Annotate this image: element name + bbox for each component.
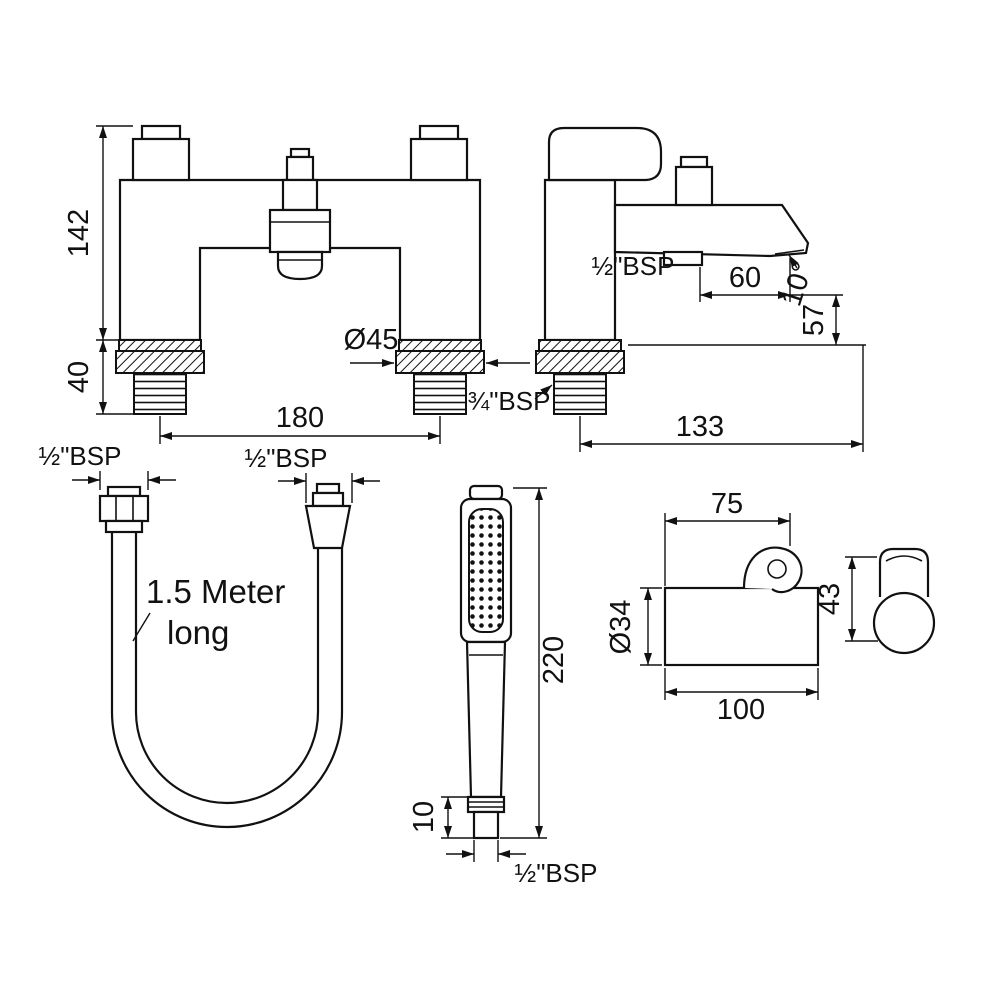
shower-outlet: [662, 250, 704, 267]
hose-length-label-line1: 1.5 Meter: [146, 573, 285, 610]
diverter-block: [268, 208, 332, 254]
dim-shank-height: 40: [63, 340, 134, 415]
bracket-diameter-label: Ø34: [605, 600, 637, 655]
front-left-base: [115, 339, 205, 415]
handset-view: 220 10 ½"BSP: [408, 484, 597, 888]
right-handle-cap: [418, 124, 460, 141]
dim-body-height: 142: [63, 125, 133, 341]
bracket-front-circle: [872, 591, 936, 655]
bracket-hook-hole: [767, 559, 787, 579]
front-diverter-spout: [268, 147, 332, 281]
dim-flange-diameter: Ø45: [344, 324, 530, 367]
bracket-body-side: [663, 586, 820, 667]
hose-length-label-line2: long: [167, 614, 229, 651]
front-right-handle: [409, 124, 469, 182]
side-tail: [553, 372, 607, 415]
side-diverter-cap: [679, 155, 709, 169]
front-right-base: [395, 339, 485, 415]
left-connector-nut: [98, 494, 150, 523]
dim-hose-left-thread: ½"BSP: [39, 441, 176, 490]
right-tail: [413, 372, 467, 415]
bracket-front-height-label: 43: [814, 583, 846, 615]
handset-handle: [465, 640, 507, 799]
right-connector-neck: [311, 491, 345, 508]
left-connector-collar: [104, 519, 144, 534]
bracket-view: 75 Ø34 100 43: [605, 488, 936, 726]
left-washer: [118, 339, 202, 352]
left-handle-cap: [140, 124, 182, 141]
dim-bracket-base-width: 100: [664, 668, 819, 726]
dim-spout-angle: 10°: [775, 254, 819, 310]
dim-handset-connector: 10: [408, 796, 474, 839]
dim-inlet-centers: 180: [159, 402, 441, 444]
side-flange: [535, 350, 625, 374]
spout-reach-label: 60: [729, 262, 761, 294]
side-view: ½"BSP 60 10° 57 ¾"BSP 133: [468, 126, 866, 452]
dim-overall-depth: 133: [579, 345, 864, 452]
dim-handset-length: 220: [500, 487, 570, 839]
dim-hose-right-thread: ½"BSP: [245, 443, 380, 503]
side-spout: [613, 203, 810, 258]
bracket-front-top: [878, 547, 930, 597]
bracket-hook: [742, 546, 803, 594]
handset-connector-nub: [472, 810, 500, 840]
side-diverter-knob: [674, 165, 714, 207]
outlet-thread-label: ½"BSP: [592, 251, 675, 281]
dim-bracket-top-width: 75: [664, 488, 791, 586]
hose-right-thread-label: ½"BSP: [245, 443, 328, 473]
handset-spray-face: [468, 508, 504, 633]
right-washer: [398, 339, 482, 352]
shank-height-label: 40: [63, 361, 95, 393]
dim-bracket-diameter: Ø34: [605, 587, 662, 666]
diverter-knob: [285, 155, 315, 182]
dim-bracket-front-height: 43: [814, 556, 878, 642]
dim-spout-height: 57: [628, 295, 866, 346]
right-handle-body: [409, 137, 469, 182]
right-flange: [395, 350, 485, 374]
hose-inner-edge: [134, 532, 320, 805]
right-connector-cap: [315, 482, 341, 495]
handset-length-label: 220: [538, 636, 570, 684]
bracket-base-width-label: 100: [717, 694, 765, 726]
flange-diameter-label: Ø45: [344, 324, 399, 356]
spout-angle-label: 10°: [775, 258, 819, 310]
spout-opening-line: [774, 249, 805, 255]
body-height-label: 142: [63, 209, 95, 257]
hose-length-note: 1.5 Meter long: [132, 573, 285, 651]
diverter-neck: [281, 178, 319, 212]
handset-cap: [468, 484, 504, 501]
front-view: 142 40 180 Ø45: [63, 124, 530, 444]
bracket-front-top-arc: [885, 555, 923, 562]
aerator: [276, 250, 324, 281]
inlet-thread-label: ¾"BSP: [468, 386, 551, 416]
dim-spout-reach: 60: [699, 258, 843, 302]
handset-connector-label: 10: [408, 801, 440, 833]
front-left-handle: [131, 124, 191, 182]
handset-thread-label: ½"BSP: [515, 858, 598, 888]
side-handle: [547, 126, 663, 182]
hose-outer-edge: [110, 532, 344, 829]
bracket-top-width-label: 75: [711, 488, 743, 520]
hose-view: ½"BSP ½"BSP 1.5 Meter long: [39, 441, 380, 829]
right-connector-cone: [304, 504, 352, 550]
dim-inlet-thread: ¾"BSP: [468, 384, 553, 416]
spout-height-label: 57: [798, 304, 830, 336]
overall-depth-label: 133: [676, 411, 724, 443]
hose-left-connector: [98, 485, 150, 534]
hose-left-thread-label: ½"BSP: [39, 441, 122, 471]
dim-handset-thread: ½"BSP: [446, 840, 597, 888]
hose-right-connector: [304, 482, 352, 550]
inlet-centers-label: 180: [276, 402, 324, 434]
side-washer: [538, 339, 622, 352]
left-connector-cap: [106, 485, 142, 498]
left-handle-body: [131, 137, 191, 182]
left-tail: [133, 372, 187, 415]
side-base: [535, 339, 625, 415]
handset-collar: [466, 795, 506, 814]
diverter-knob-cap: [289, 147, 311, 159]
left-flange: [115, 350, 205, 374]
